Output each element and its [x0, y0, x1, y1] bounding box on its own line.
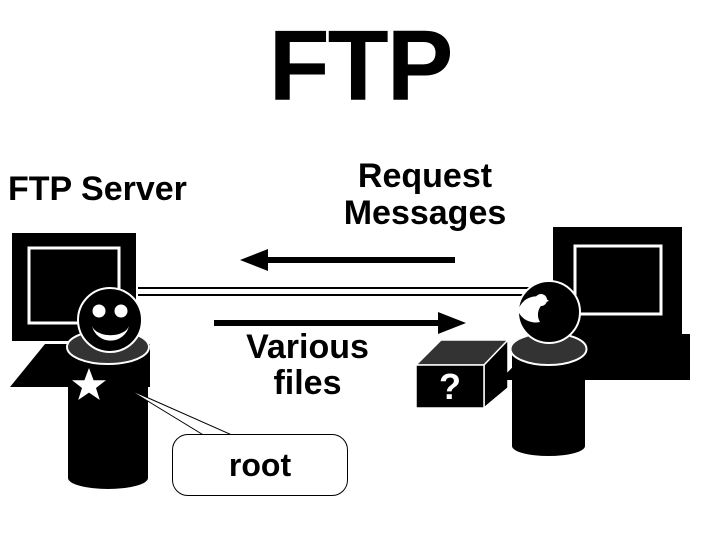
page-title: FTP: [268, 10, 454, 122]
question-box-icon: ?: [414, 338, 510, 410]
request-messages-label: Request Messages: [300, 158, 550, 231]
various-files-arrow-right: [214, 312, 466, 334]
right-monitor-screen-icon: [573, 244, 663, 316]
connection-pipe: [138, 287, 543, 296]
client-eye-icon: [535, 294, 547, 306]
root-callout-label: root: [228, 446, 292, 483]
server-star-badge-icon: [72, 368, 106, 400]
request-messages-arrow-left: [240, 249, 455, 271]
server-eye-left-icon: [92, 304, 106, 318]
root-callout-bubble[interactable]: root: [172, 434, 348, 496]
various-files-label: Various files: [205, 328, 410, 402]
server-person-figure: [66, 287, 150, 489]
request-messages-line-1: Request: [357, 157, 493, 195]
question-box-mark: ?: [439, 366, 461, 407]
client-body-bottom-cap: [512, 436, 585, 456]
server-eye-right-icon: [114, 304, 128, 318]
server-body-cylinder: [68, 347, 148, 478]
server-body-bottom-cap: [68, 467, 148, 489]
client-head-icon: [517, 280, 581, 344]
server-smile-icon: [92, 326, 129, 341]
question-box-front-face: [415, 364, 485, 409]
server-head-icon: [77, 287, 143, 353]
ftp-server-label: FTP Server: [8, 170, 187, 208]
client-person-figure: [509, 280, 588, 456]
various-files-line-1: Various: [246, 328, 369, 366]
request-messages-line-2: Messages: [343, 193, 507, 232]
various-files-line-2: files: [273, 363, 342, 402]
